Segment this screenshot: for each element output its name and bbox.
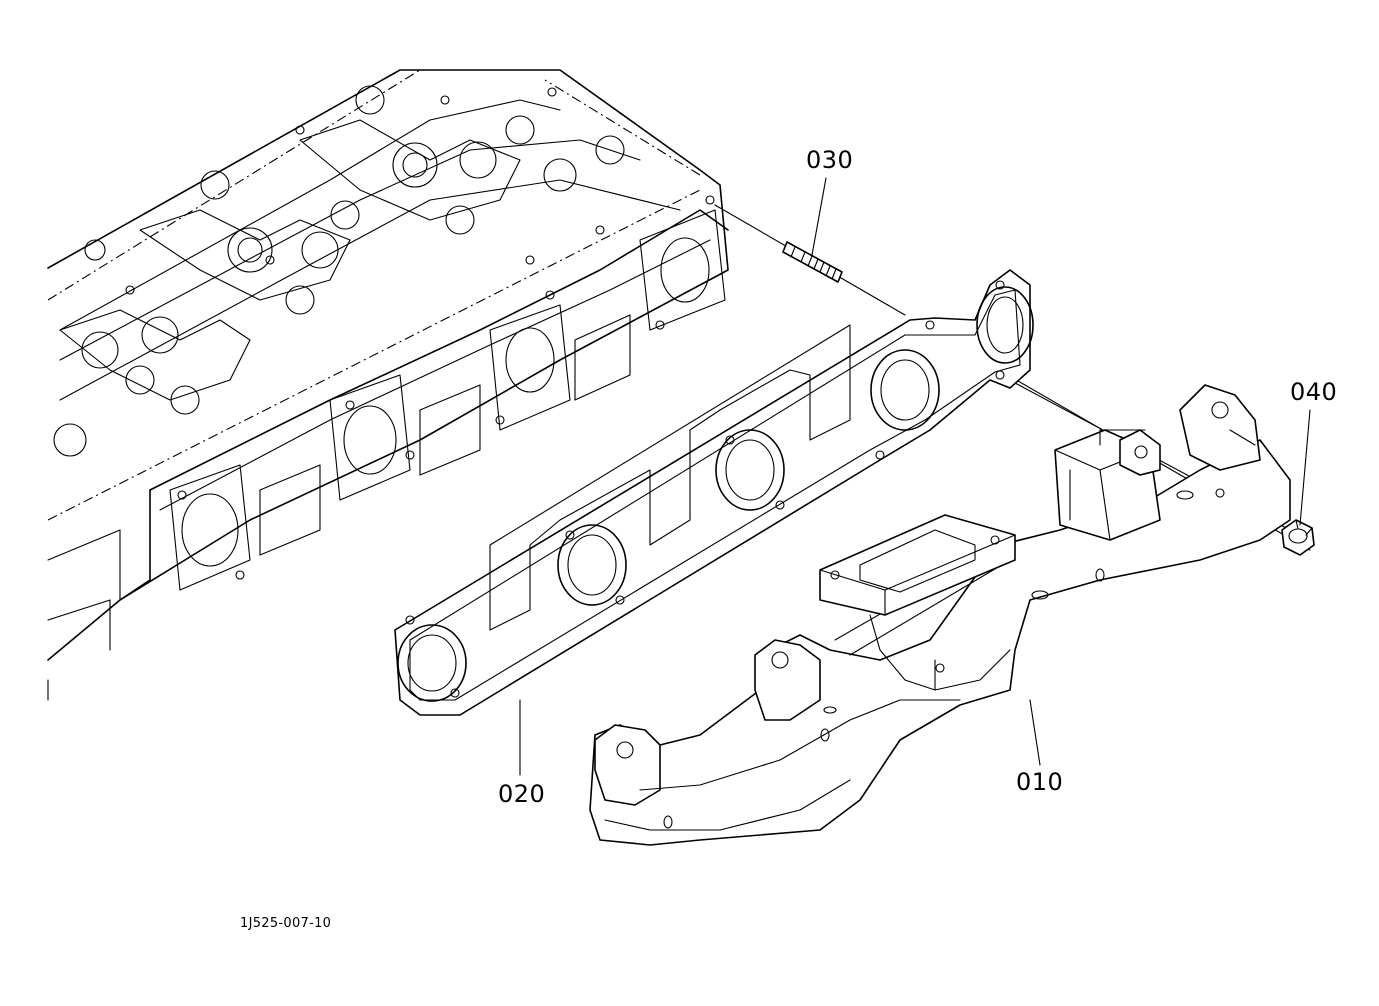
callout-label-020: 020 xyxy=(498,780,546,808)
callout-label-010: 010 xyxy=(1016,768,1064,796)
callout-label-030: 030 xyxy=(806,146,854,174)
leader-030 xyxy=(811,177,827,256)
nut-040 xyxy=(1281,519,1315,556)
leader-lines xyxy=(519,177,1311,776)
exhaust-manifold-010 xyxy=(589,384,1291,846)
callout-label-040: 040 xyxy=(1290,378,1338,406)
cylinder-head xyxy=(47,69,729,701)
leader-040 xyxy=(1299,409,1311,526)
stud-030 xyxy=(782,241,843,283)
figure-id-label: 1J525-007-10 xyxy=(240,916,332,931)
leader-010 xyxy=(1029,699,1041,766)
gasket-020 xyxy=(394,269,1034,716)
